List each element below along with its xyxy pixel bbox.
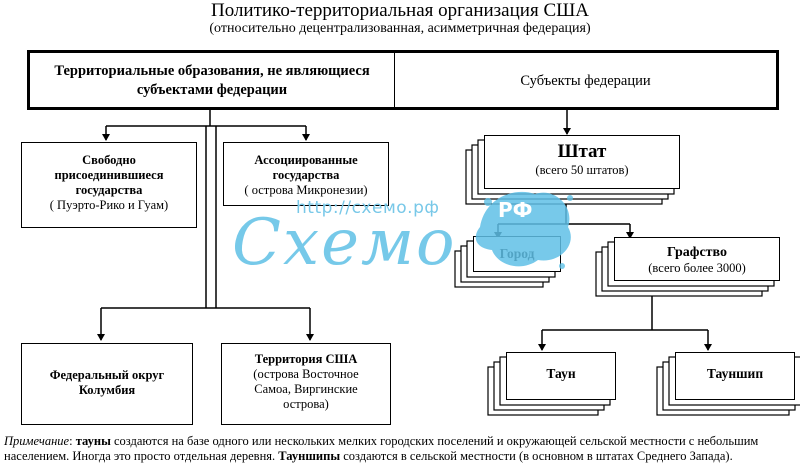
diagram-title: Политико-территориальная организация США — [210, 0, 590, 21]
us-territory-box: Территория США (острова Восточное Самоа,… — [221, 343, 391, 425]
territory-note3: острова) — [283, 397, 329, 411]
free-assoc-line2: присоединившиеся — [54, 168, 164, 182]
territory-note1: (острова Восточное — [253, 367, 359, 381]
associated-states-box: Ассоциированные государства ( острова Ми… — [223, 142, 389, 206]
free-assoc-line3: государства — [75, 183, 143, 197]
county-box: Графство (всего более 3000) — [614, 237, 780, 281]
federation-subjects-box: Субъекты федерации — [394, 50, 779, 110]
footnote-text-1: : — [69, 434, 76, 448]
state-label: Штат — [557, 141, 607, 162]
town-box: Таун — [506, 352, 616, 400]
associated-line1: Ассоциированные — [254, 153, 358, 167]
free-assoc-note: ( Пуэрто-Рико и Гуам) — [49, 198, 169, 212]
associated-line2: государства — [272, 168, 340, 182]
footnote: Примечание: тауны создаются на базе одно… — [4, 434, 796, 464]
non-subject-territories-box: Территориальные образования, не являющие… — [27, 50, 395, 110]
diagram-subtitle: (относительно децентрализованная, асимме… — [209, 21, 591, 36]
federation-subjects-label: Субъекты федерации — [520, 73, 651, 89]
watermark-splash-icon — [475, 191, 573, 269]
free-assoc-line1: Свободно — [82, 153, 136, 167]
freely-associated-states-box: Свободно присоединившиеся государства ( … — [21, 142, 197, 228]
footnote-text-3: создаются в сельской местности (в основн… — [340, 449, 733, 463]
federal-district-line1: Федеральный округ — [49, 368, 165, 382]
associated-note: ( острова Микронезии) — [244, 183, 368, 197]
state-box: Штат (всего 50 штатов) — [484, 135, 680, 189]
watermark-badge: РФ — [498, 198, 533, 222]
town-label: Таун — [546, 366, 576, 381]
township-box: Тауншип — [675, 352, 795, 400]
footnote-bold-townships: Тауншипы — [278, 449, 341, 463]
county-label: Графство — [666, 245, 728, 260]
territory-note2: Самоа, Виргинские — [254, 382, 358, 396]
county-note: (всего более 3000) — [648, 261, 746, 275]
watermark-logo: Схемо — [232, 206, 457, 280]
watermark-url: http://схемо.рф — [296, 198, 440, 218]
footnote-lead: Примечание — [4, 434, 70, 448]
non-subject-title-line1: Территориальные образования, не являющие… — [54, 63, 370, 79]
footnote-text-2: создаются на базе одного или нескольких … — [4, 434, 759, 463]
federal-district-box: Федеральный округ Колумбия — [21, 343, 193, 425]
township-label: Тауншип — [706, 366, 764, 381]
territory-line1: Территория США — [254, 352, 358, 366]
non-subject-title-line2: субъектами федерации — [136, 82, 288, 98]
state-note: (всего 50 штатов) — [535, 163, 629, 177]
federal-district-line2: Колумбия — [78, 383, 136, 397]
footnote-bold-towns: тауны — [75, 434, 111, 448]
